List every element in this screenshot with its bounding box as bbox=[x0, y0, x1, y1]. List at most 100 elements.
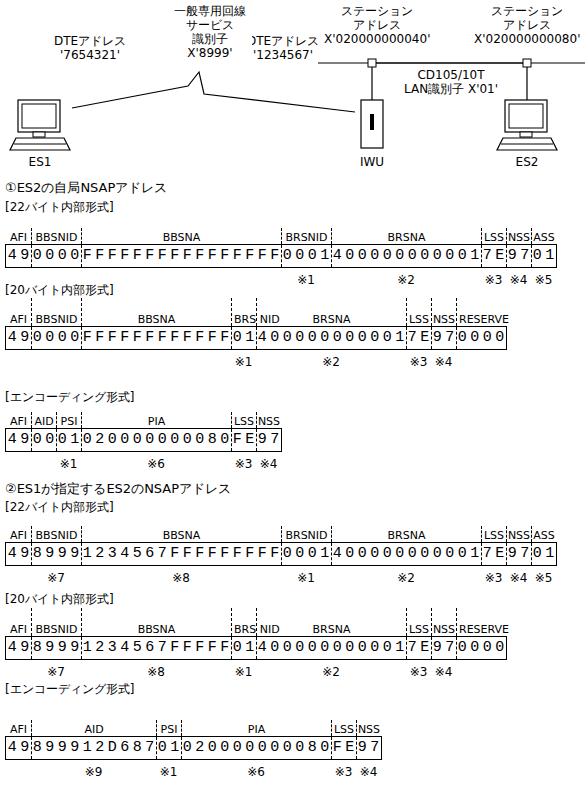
callout-cell: ※1 bbox=[156, 765, 181, 779]
field-name: BRSNID bbox=[285, 231, 327, 244]
address-digits: 400000000001 bbox=[257, 637, 406, 659]
address-digits: 020000000080 bbox=[182, 737, 331, 759]
field-name: NSS bbox=[508, 231, 530, 244]
field-name-cell: BRSNA bbox=[331, 526, 481, 542]
address-digits: FE bbox=[232, 429, 256, 451]
device-node: IWU bbox=[355, 98, 389, 169]
field-name: BBSNA bbox=[163, 231, 201, 244]
address-digits: 49 bbox=[6, 637, 31, 659]
field-name-cell: LSS bbox=[481, 228, 506, 244]
station-port bbox=[368, 59, 376, 67]
drawing-part bbox=[501, 144, 553, 145]
address-field: 7E bbox=[406, 327, 431, 349]
address-digits: 01 bbox=[532, 245, 556, 267]
field-name-cell: PIA bbox=[81, 412, 231, 428]
callout-cell: ※3 bbox=[406, 355, 431, 369]
callout-cell: ※2 bbox=[331, 571, 481, 585]
callout-number: ※3 bbox=[406, 355, 431, 369]
edge-label: CD105/10T LAN識別子 X'01' bbox=[398, 68, 504, 96]
field-name-cell: PIA bbox=[181, 720, 331, 736]
address-digits: 400000000001 bbox=[257, 327, 406, 349]
address-field: 97 bbox=[356, 737, 381, 759]
callout-number: ※6 bbox=[81, 457, 231, 471]
address-field: 8999 bbox=[31, 543, 81, 565]
field-name: LSS bbox=[334, 723, 354, 736]
field-name: PIA bbox=[248, 723, 265, 736]
callout-number: ※5 bbox=[531, 571, 556, 585]
field-name: BBSNID bbox=[36, 231, 78, 244]
address-field: FFFFFFFFFFFF bbox=[81, 327, 231, 349]
address-digits: FFFFFFFFFFFF bbox=[82, 327, 231, 349]
field-name-cell: BBSNA bbox=[81, 608, 231, 636]
callout-cell: ※3 bbox=[331, 765, 356, 779]
field-name-cell: BBSNID bbox=[31, 298, 81, 326]
field-name-cell: ASS bbox=[531, 526, 556, 542]
address-field: 97 bbox=[506, 245, 531, 267]
field-name: RESERVE bbox=[459, 623, 509, 636]
callout-cell: ※2 bbox=[256, 355, 406, 369]
field-name-cell: LSS bbox=[406, 608, 431, 636]
address-field: 400000000001 bbox=[256, 327, 406, 349]
drawing-part bbox=[361, 100, 383, 148]
address-box: 4989991234567FFFFFFFFF00014000000000017E… bbox=[5, 542, 557, 566]
label-box: DTEアドレス '1234567' bbox=[243, 34, 323, 62]
station-port bbox=[523, 59, 531, 67]
field-name: AID bbox=[84, 723, 103, 736]
address-field: FE bbox=[231, 429, 256, 451]
callout-number: ※3 bbox=[481, 571, 506, 585]
callout-number: ※5 bbox=[531, 273, 556, 287]
field-name-cell: AFI bbox=[6, 608, 31, 636]
field-name-cell: AFI bbox=[6, 298, 31, 326]
callout-cell: ※5 bbox=[531, 571, 556, 585]
callout-number: ※3 bbox=[406, 665, 431, 679]
callout-cell: ※1 bbox=[281, 273, 331, 287]
address-digits: FFFFFFFFFFFFFFFF bbox=[82, 245, 281, 267]
edge-label-box: CD105/10T LAN識別子 X'01' bbox=[398, 68, 504, 96]
field-name-cell: AID bbox=[31, 412, 56, 428]
field-name: BBSNID bbox=[36, 623, 78, 636]
field-name-cell: BBSNID bbox=[31, 526, 81, 542]
edge-label-box: 一般専用回線 サービス 識別子 X'8999' bbox=[168, 4, 252, 60]
address-field: 01 bbox=[231, 327, 256, 349]
callout-cell: ※2 bbox=[331, 273, 481, 287]
field-name: ASS bbox=[533, 529, 555, 542]
address-field: 020000000080 bbox=[81, 429, 231, 451]
field-name: AFI bbox=[10, 529, 27, 542]
address-field: 97 bbox=[431, 637, 456, 659]
address-box: 490001020000000080FE97 bbox=[5, 428, 282, 452]
drawing-part bbox=[509, 104, 543, 128]
address-field: 01 bbox=[531, 245, 556, 267]
callout-cell: ※1 bbox=[231, 665, 256, 679]
address-digits: 7E bbox=[407, 637, 431, 659]
drawing-part bbox=[14, 144, 66, 145]
label-box: [20バイト内部形式] bbox=[5, 283, 114, 297]
field-name: BBSNA bbox=[138, 623, 176, 636]
address-field: 49 bbox=[6, 429, 31, 451]
callout-cell: ※3 bbox=[406, 665, 431, 679]
field-name: BRSNA bbox=[313, 623, 351, 636]
field-name: NSS bbox=[433, 313, 455, 326]
address-field: FE bbox=[331, 737, 356, 759]
callout-cell: ※7 bbox=[31, 665, 81, 679]
field-name-cell: BRSNID bbox=[281, 228, 331, 244]
callout-number: ※7 bbox=[31, 571, 81, 585]
field-name: BRSNA bbox=[388, 231, 426, 244]
address-digits: 0001 bbox=[282, 245, 331, 267]
address-field: 49 bbox=[6, 327, 31, 349]
address-digits: 97 bbox=[432, 327, 456, 349]
caption-label: ステーション アドレス X'020000000080' bbox=[474, 4, 580, 46]
address-digits: 97 bbox=[257, 429, 281, 451]
callout-number: ※9 bbox=[31, 765, 156, 779]
label-box: [エンコーディング形式] bbox=[5, 682, 134, 696]
field-name-cell: BBSNA bbox=[81, 228, 281, 244]
field-name-cell: RESERVE bbox=[456, 298, 506, 326]
field-name-cell: NSS bbox=[506, 228, 531, 244]
address-field: 01 bbox=[56, 429, 81, 451]
field-name-cell: AFI bbox=[6, 412, 31, 428]
field-name: AFI bbox=[10, 415, 27, 428]
address-field: 97 bbox=[431, 327, 456, 349]
address-digits: 0000 bbox=[457, 327, 506, 349]
address-field: 7E bbox=[481, 543, 506, 565]
address-digits: 01 bbox=[232, 637, 256, 659]
caption-label: [エンコーディング形式] bbox=[5, 390, 134, 404]
